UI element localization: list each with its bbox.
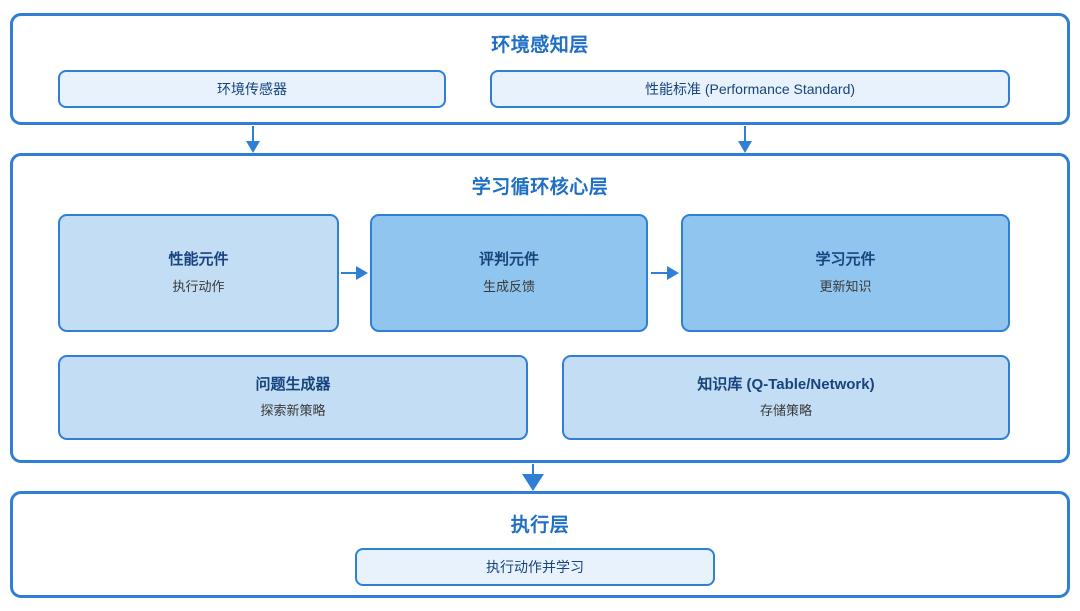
arrow-head-right-icon xyxy=(667,266,679,280)
node-critic-element-title: 评判元件 xyxy=(478,251,539,269)
arrow-performance-to-critic xyxy=(341,265,368,281)
arrow-head-down-icon xyxy=(246,141,260,153)
node-learning-element-subtitle: 更新知识 xyxy=(819,278,872,294)
arrow-critic-to-learning xyxy=(651,265,679,281)
layer-learning-core-title: 学习循环核心层 xyxy=(471,177,609,198)
arrow-core-to-execution xyxy=(519,464,547,491)
node-execute-and-learn-title: 执行动作并学习 xyxy=(486,558,584,575)
node-knowledge-base-subtitle: 存储策略 xyxy=(759,403,812,419)
node-knowledge-base[interactable]: 知识库 (Q-Table/Network) 存储策略 xyxy=(562,355,1010,440)
layer-perception: 环境感知层 xyxy=(10,13,1070,125)
node-environment-sensor[interactable]: 环境传感器 xyxy=(58,70,446,108)
node-learning-element-title: 学习元件 xyxy=(815,251,876,269)
layer-execution-title: 执行层 xyxy=(510,515,570,536)
node-learning-element[interactable]: 学习元件 更新知识 xyxy=(681,214,1010,332)
layer-perception-title: 环境感知层 xyxy=(491,35,589,56)
arrow-stem xyxy=(341,272,359,274)
arrow-sensor-to-core xyxy=(243,126,263,153)
node-performance-standard-title: 性能标准 (Performance Standard) xyxy=(644,80,856,97)
node-knowledge-base-title: 知识库 (Q-Table/Network) xyxy=(697,375,875,393)
arrow-stem xyxy=(532,464,534,475)
node-problem-generator-title: 问题生成器 xyxy=(255,375,331,393)
node-performance-standard[interactable]: 性能标准 (Performance Standard) xyxy=(490,70,1010,108)
arrow-head-down-icon xyxy=(522,474,544,491)
node-performance-element[interactable]: 性能元件 执行动作 xyxy=(58,214,339,332)
node-problem-generator[interactable]: 问题生成器 探索新策略 xyxy=(58,355,528,440)
node-execute-and-learn[interactable]: 执行动作并学习 xyxy=(355,548,715,586)
arrow-stem xyxy=(252,126,254,142)
arrow-head-right-icon xyxy=(356,266,368,280)
node-critic-element-subtitle: 生成反馈 xyxy=(482,278,535,294)
node-environment-sensor-title: 环境传感器 xyxy=(217,80,287,97)
arrow-stem xyxy=(651,272,669,274)
node-performance-element-subtitle: 执行动作 xyxy=(172,278,225,294)
node-problem-generator-subtitle: 探索新策略 xyxy=(260,403,326,419)
arrow-performance-standard-to-core xyxy=(735,126,755,153)
arrow-stem xyxy=(744,126,746,142)
node-performance-element-title: 性能元件 xyxy=(168,251,229,269)
node-critic-element[interactable]: 评判元件 生成反馈 xyxy=(370,214,648,332)
arrow-head-down-icon xyxy=(738,141,752,153)
